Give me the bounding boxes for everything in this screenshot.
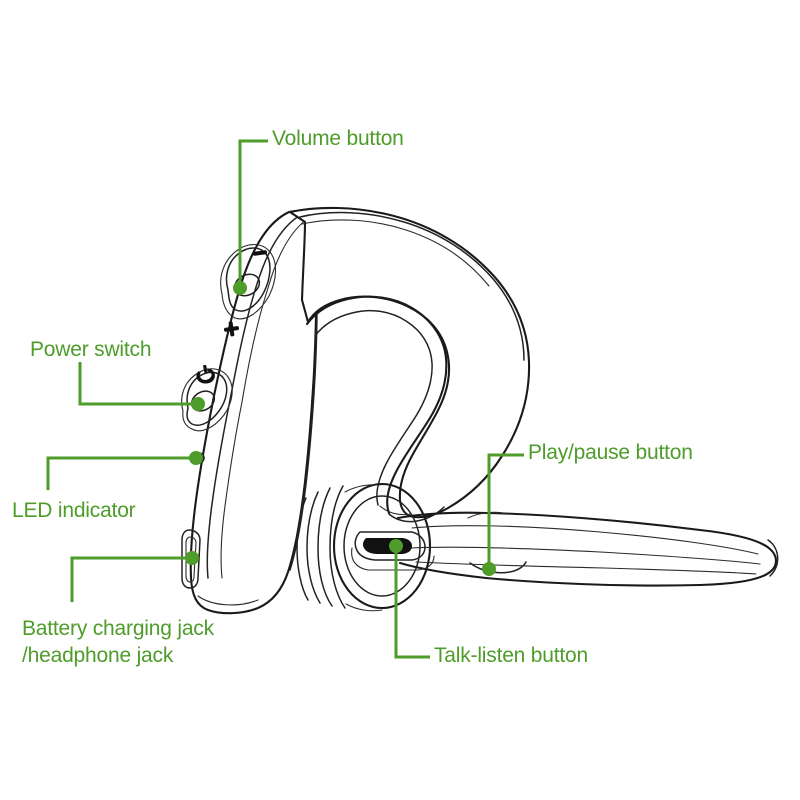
power-symbol-icon xyxy=(196,364,215,384)
power-switch-shape xyxy=(181,364,233,432)
callout-label-battery-charging-jack: Battery charging jack /headphone jack xyxy=(22,617,214,667)
leader-volume-button xyxy=(233,139,268,295)
leader-led-indicator xyxy=(46,451,203,490)
headset-main-body xyxy=(189,209,318,615)
leader-talk-listen-button xyxy=(389,539,430,659)
leader-power-switch xyxy=(78,362,205,411)
leader-battery-charging-jack xyxy=(70,551,199,602)
callout-label-play-pause-button: Play/pause button xyxy=(528,441,693,464)
callout-label-talk-listen-button: Talk-listen button xyxy=(434,644,588,667)
microphone-boom xyxy=(396,511,779,587)
speaker-ring-stack xyxy=(296,482,432,612)
charging-jack-shape xyxy=(181,529,201,589)
callout-label-volume-button: Volume button xyxy=(272,127,404,150)
callout-label-led-indicator: LED indicator xyxy=(12,499,136,522)
callout-label-power-switch: Power switch xyxy=(30,338,152,361)
leader-play-pause-button xyxy=(482,453,524,576)
ear-hook xyxy=(305,295,448,523)
headset-top-shell xyxy=(288,206,531,519)
volume-button-shape xyxy=(220,243,277,337)
